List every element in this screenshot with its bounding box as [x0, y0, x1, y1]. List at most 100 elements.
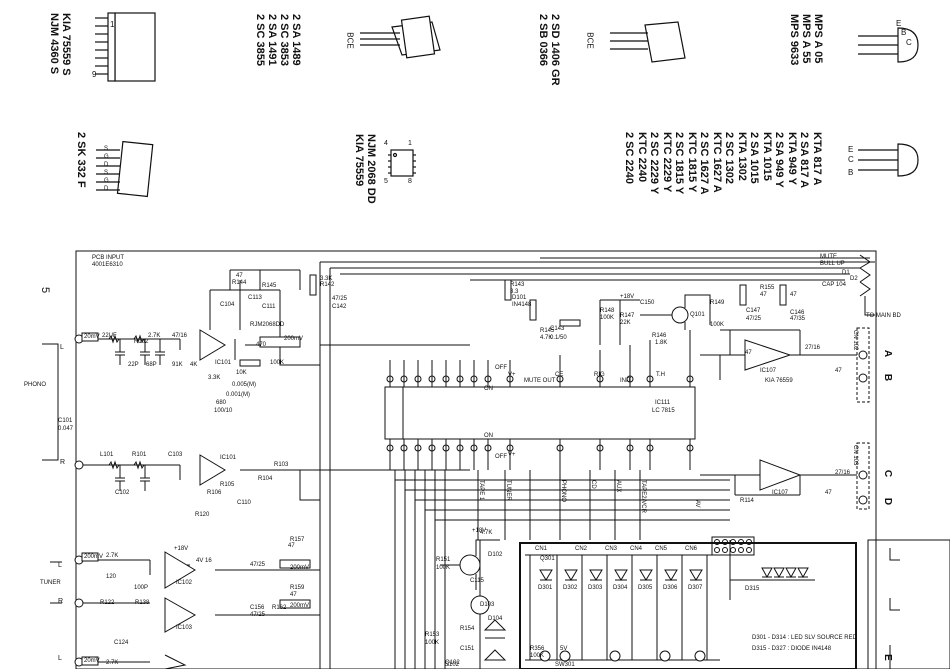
- value-label: 47: [835, 368, 842, 374]
- part-label: C111: [262, 304, 276, 310]
- part-label: D104: [488, 616, 503, 622]
- ic107-label-2: IC107: [772, 490, 789, 496]
- phono-bracket: [42, 343, 59, 461]
- v18-label-2: +18V: [620, 294, 635, 300]
- part-label: R144: [232, 280, 247, 286]
- part-label: C151: [460, 646, 475, 652]
- value-label: 91K: [172, 362, 183, 368]
- value-label: 47: [825, 490, 832, 496]
- value-label: 27/16: [835, 470, 851, 476]
- part-label: C156: [250, 605, 265, 611]
- value-label: 120: [106, 574, 117, 580]
- pin-label: 5: [384, 178, 388, 185]
- ic107-label: IC107: [760, 368, 777, 374]
- value-label: 680: [216, 400, 227, 406]
- phono-r-wire: [76, 464, 470, 501]
- bus-label: TAPE2/VCR: [640, 480, 646, 513]
- lc-pin-label: ON: [484, 386, 493, 392]
- part-label: S102: [445, 662, 460, 668]
- value-label: 100K: [270, 360, 285, 366]
- lc-pin-label: ON: [484, 433, 493, 439]
- led-note: D301 - D314 : LED SLV SOURCE RED: [752, 635, 857, 641]
- pin-label: B: [848, 168, 854, 177]
- led-ref: D303: [588, 585, 603, 591]
- tuner-label: TUNER: [40, 580, 61, 586]
- cn-label: CN4: [630, 546, 643, 552]
- value-label: 47: [745, 350, 752, 356]
- ic101-label: IC101: [215, 360, 232, 366]
- pin-label: D: [104, 162, 109, 168]
- opamp-103: [164, 597, 197, 633]
- part-label: R103: [274, 462, 289, 468]
- part-label: R138: [135, 600, 150, 606]
- pin-label: D: [104, 186, 109, 192]
- part-label: C103: [168, 452, 183, 458]
- top-cn-label: MUTE: [820, 254, 837, 260]
- cn-label: CN2: [575, 546, 588, 552]
- value-label: 47/35: [790, 316, 806, 322]
- transistor-q102: [459, 554, 481, 576]
- kia76559-label: KIA 76559: [765, 378, 793, 384]
- value-label: 100K: [425, 640, 440, 646]
- part-label: R145: [262, 283, 277, 289]
- lc7815-label: LC 7815: [652, 408, 675, 414]
- tuner-l-label: L: [58, 562, 62, 569]
- pin-label: E: [848, 145, 854, 154]
- pin-label: S: [104, 146, 109, 152]
- value-label: 2.7K: [106, 553, 119, 559]
- pin-label: C: [848, 155, 854, 164]
- output-a-label: A: [882, 349, 894, 358]
- part-label: R147: [620, 313, 635, 319]
- opamp-101-l: [199, 329, 226, 361]
- part-label: R356: [530, 646, 545, 652]
- value-label: 0.005(M): [232, 382, 257, 388]
- phono-l-label: L: [60, 344, 64, 351]
- opamp-102: [164, 551, 196, 589]
- value-label: 0.047: [58, 426, 74, 432]
- part-label: Q102: [445, 660, 460, 666]
- lc7815-pins-bot: [386, 444, 694, 452]
- connector-header: [711, 536, 755, 556]
- part-label: D102: [488, 552, 503, 558]
- part-label: CAP 104: [822, 282, 846, 288]
- cn-out-label: CN 102: [852, 330, 858, 351]
- led-ref: D307: [688, 585, 703, 591]
- part-label: R154: [460, 626, 475, 632]
- output-connector-cd: [856, 442, 870, 510]
- part-label: C102: [115, 490, 130, 496]
- transistor-q103: [470, 595, 490, 615]
- part-label: R148: [600, 308, 615, 314]
- part-label: R114: [740, 498, 754, 504]
- value-label: 100K: [600, 315, 615, 321]
- ic111-label: IC111: [655, 400, 671, 406]
- lc-pin-label: CE: [555, 372, 564, 378]
- value-label: 4.7K: [540, 335, 553, 341]
- value-label: 47: [288, 543, 295, 549]
- part-label: C110: [237, 500, 251, 506]
- lc7815-chip: [384, 386, 696, 440]
- to126-package-icon: [610, 21, 686, 63]
- to92-package-icon: [858, 27, 919, 63]
- pin-label: E: [896, 19, 902, 28]
- output-connector-ab: [856, 327, 870, 403]
- value-label: 2.7K: [148, 333, 161, 339]
- part-label: SW301: [555, 662, 575, 668]
- bus-label: TAPE 1: [478, 480, 484, 501]
- pin-label: 4: [384, 140, 388, 147]
- part-label: C124: [114, 640, 129, 646]
- part-label: C150: [640, 300, 655, 306]
- part-label: C147: [746, 308, 761, 314]
- pin-label: 1: [408, 140, 412, 147]
- pin-label: G: [104, 178, 109, 184]
- value-label: 68P: [146, 362, 157, 368]
- part-label: R162: [272, 605, 287, 611]
- value-label: 4K: [190, 362, 198, 368]
- init-label: INIT: [620, 378, 632, 384]
- to220-package-icon: [360, 15, 441, 59]
- value-label: 47: [790, 292, 797, 298]
- lc-pin-label: V+: [508, 452, 516, 458]
- diode-d103-icon: [483, 619, 507, 639]
- value-label: 1.8K: [655, 340, 668, 346]
- led-ref: D304: [613, 585, 628, 591]
- part-label: C113: [248, 295, 262, 301]
